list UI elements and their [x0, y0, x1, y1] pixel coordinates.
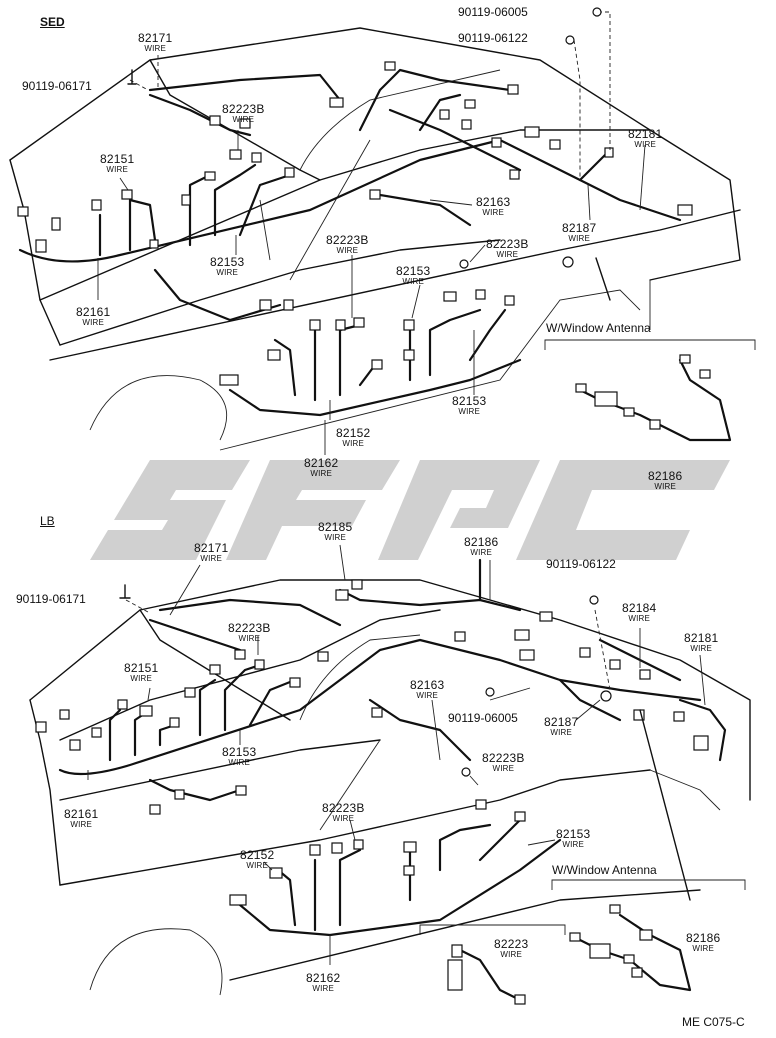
lb-bolts	[119, 584, 599, 697]
sed-window-antenna-inset	[544, 339, 756, 442]
sed-connectors	[17, 61, 693, 386]
lb-connectors	[35, 579, 709, 906]
section-label-window-antenna-top: W/Window Antenna	[546, 321, 651, 335]
bolt-label-90119-06122-bottom: 90119-06122	[546, 557, 616, 571]
lb-car-body	[29, 579, 751, 996]
section-label-window-antenna-bottom: W/Window Antenna	[552, 863, 657, 877]
lb-window-antenna-inset	[551, 879, 746, 992]
sed-bolts	[127, 7, 602, 85]
sed-leader-lines	[97, 11, 646, 455]
section-label-lb: LB	[40, 514, 55, 528]
lb-82223-inset	[419, 924, 566, 1005]
lb-wire-harness	[58, 558, 727, 937]
bolt-label-90119-06122-top: 90119-06122	[458, 31, 528, 45]
bolt-label-90119-06005-bottom: 90119-06005	[448, 711, 518, 725]
bolt-label-90119-06005-top: 90119-06005	[458, 5, 528, 19]
lb-leader-lines	[87, 544, 706, 965]
watermark-logo	[90, 460, 730, 560]
diagram-code: ME C075-C	[682, 1015, 745, 1029]
section-label-sed: SED	[40, 15, 65, 29]
bolt-label-90119-06171-top: 90119-06171	[22, 79, 92, 93]
bolt-label-90119-06171-bottom: 90119-06171	[16, 592, 86, 606]
sed-car-body	[9, 27, 741, 451]
